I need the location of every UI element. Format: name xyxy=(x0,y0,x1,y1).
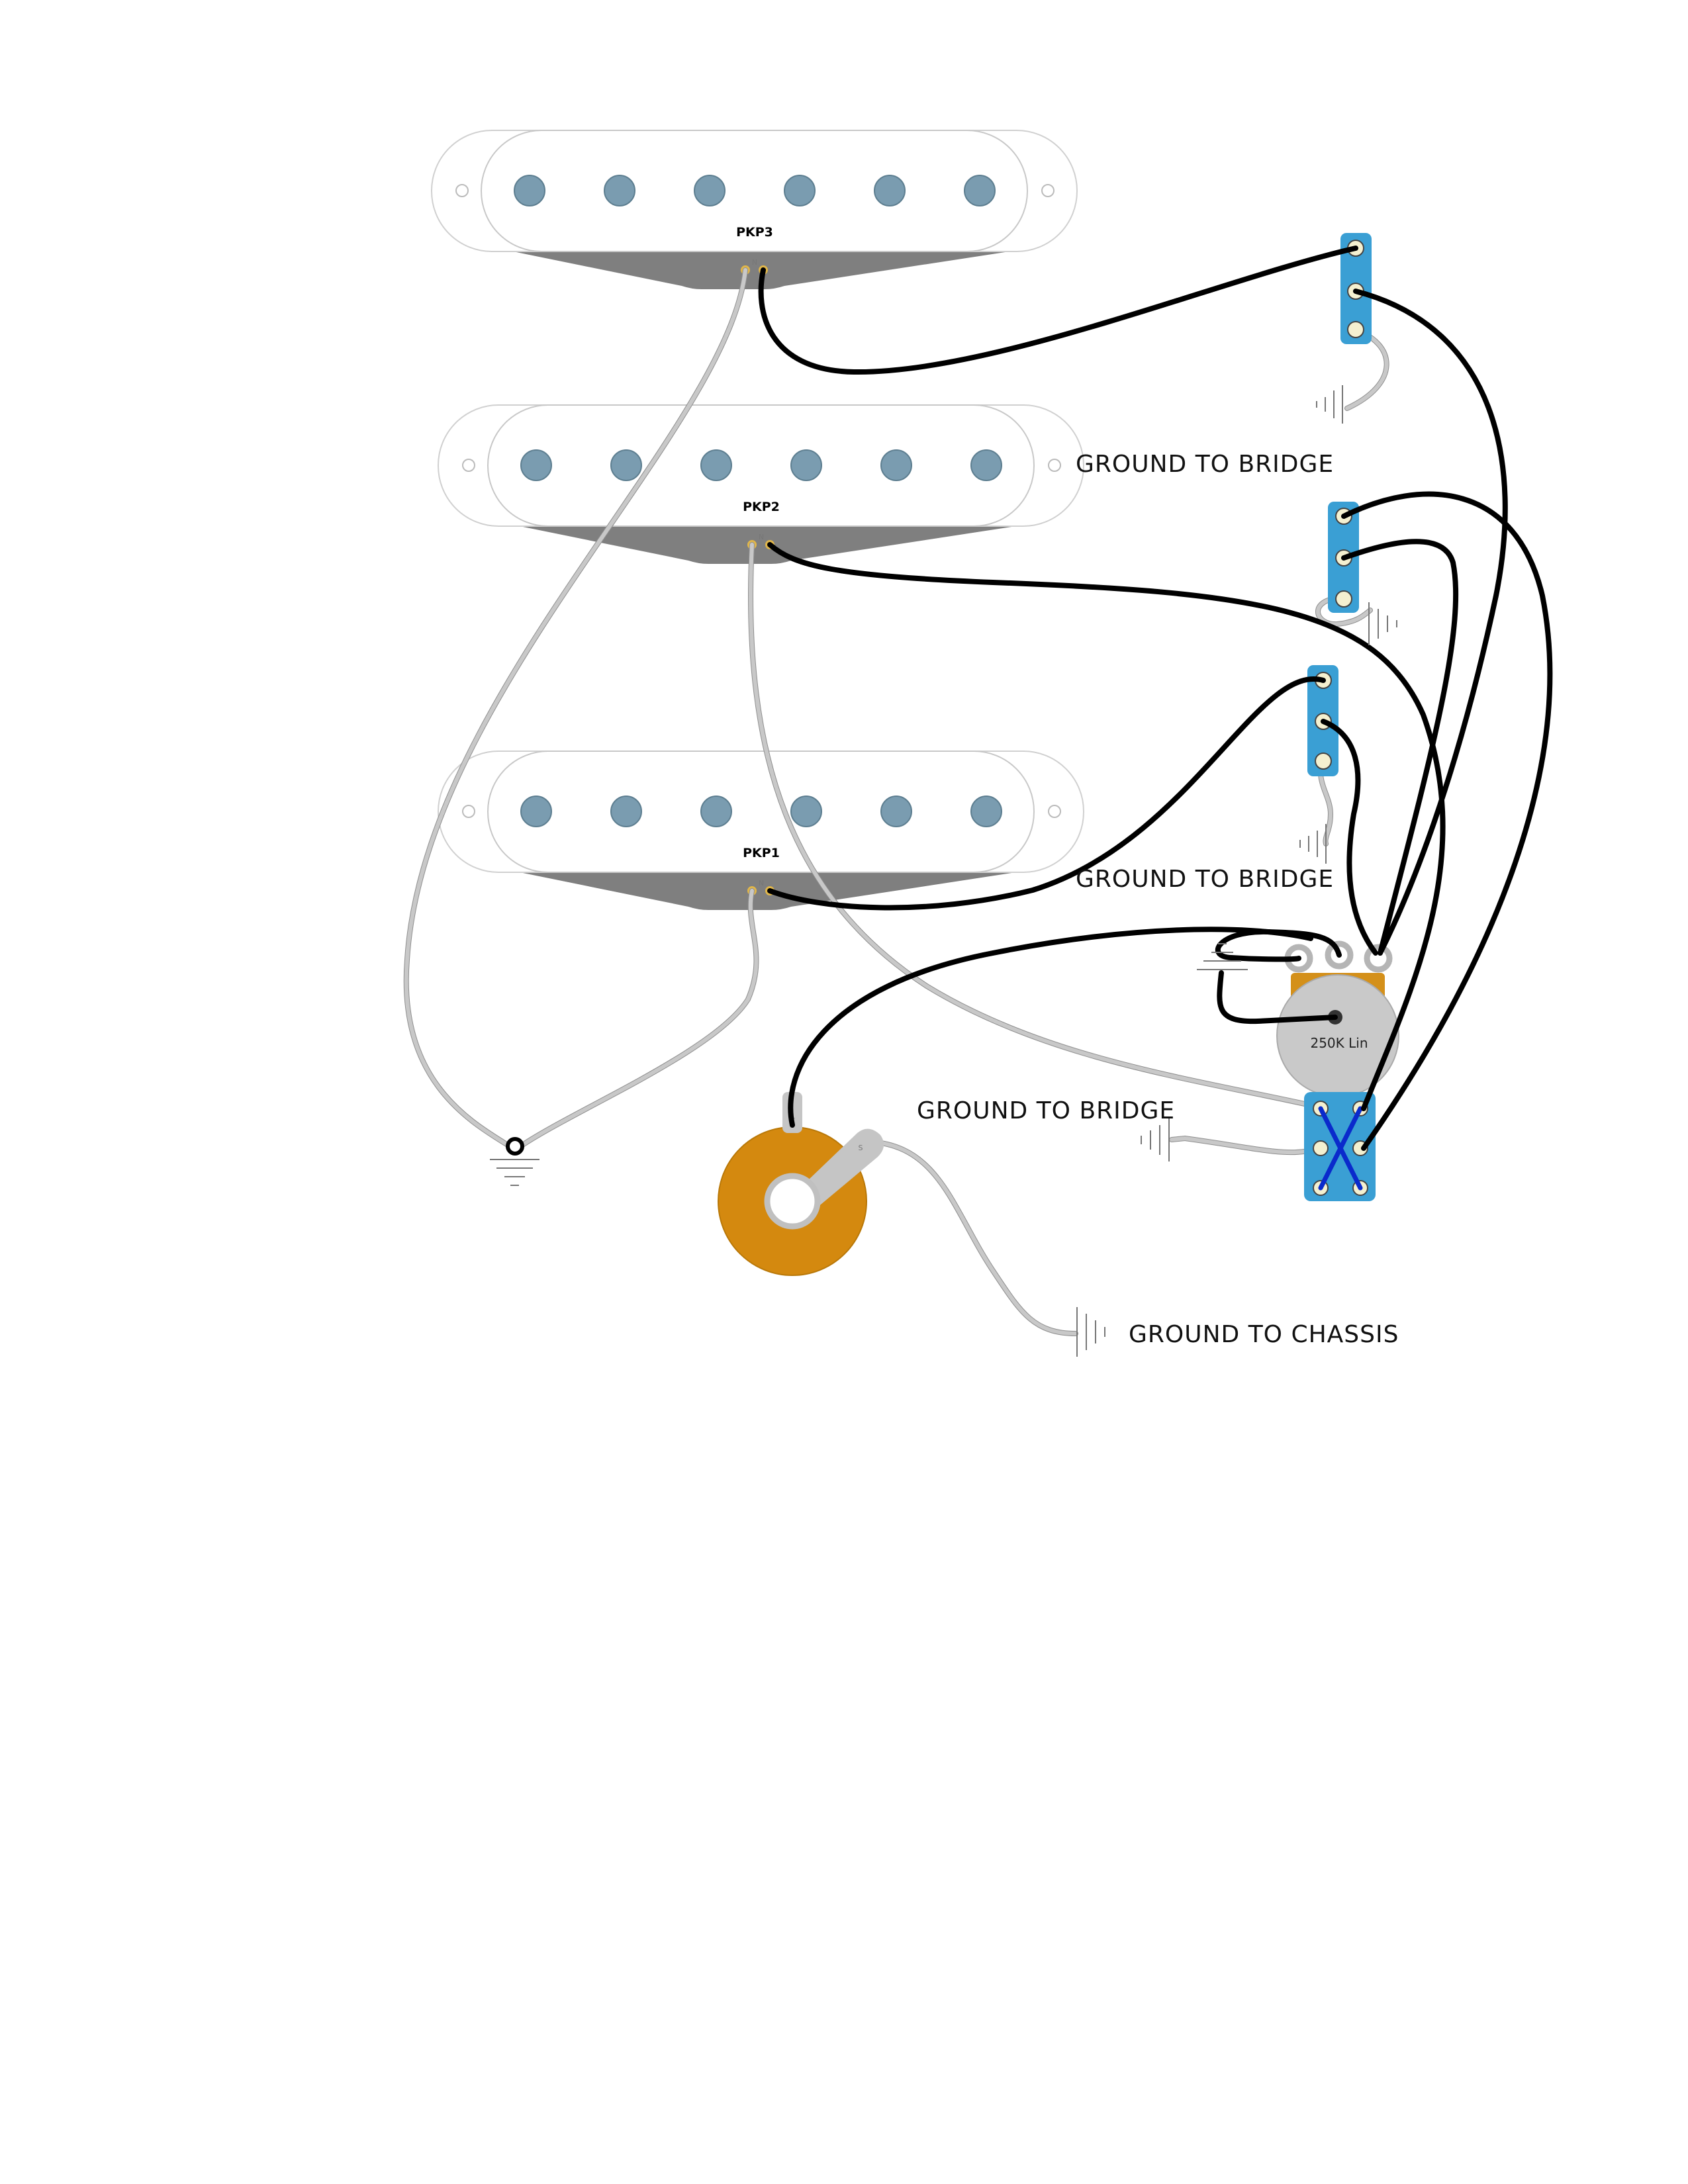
solder-lug xyxy=(1315,752,1332,770)
hot-wires xyxy=(758,246,1553,1151)
pot-label: 250K Lin xyxy=(1310,1035,1368,1051)
pole-piece xyxy=(880,449,912,481)
ground-to-bridge-label: GROUND TO BRIDGE xyxy=(1076,451,1334,478)
ground-icon xyxy=(1316,385,1343,424)
crossover-wire xyxy=(1318,1106,1363,1191)
pole-piece xyxy=(970,796,1002,827)
pickup-cover xyxy=(481,130,1028,252)
mount-hole-icon xyxy=(1048,459,1061,472)
jack-hole xyxy=(764,1173,821,1230)
lead-letter: N xyxy=(759,879,764,887)
jack-sleeve-letter: S xyxy=(859,1144,863,1152)
pole-piece xyxy=(694,175,726,206)
pole-piece xyxy=(790,796,822,827)
ground-to-bridge-label: GROUND TO BRIDGE xyxy=(917,1097,1175,1124)
pickup-pkp3: PKP3 N xyxy=(431,130,1078,289)
pole-piece xyxy=(604,175,635,206)
pole-piece xyxy=(520,449,552,481)
solder-lug xyxy=(1335,590,1352,608)
pickup-label: PKP2 xyxy=(743,500,780,514)
pole-piece xyxy=(700,796,732,827)
pole-piece xyxy=(874,175,906,206)
ground-to-bridge-label: GROUND TO BRIDGE xyxy=(1076,866,1334,893)
lead-letter: N xyxy=(752,258,757,267)
pickup-pkp2: PKP2 N xyxy=(438,404,1084,564)
pickup-label: PKP1 xyxy=(743,846,780,860)
ground-icon xyxy=(1076,1307,1105,1357)
pole-piece xyxy=(970,449,1002,481)
ground-to-chassis-label: GROUND TO CHASSIS xyxy=(1129,1321,1399,1348)
ground-symbols xyxy=(490,385,1397,1357)
pole-piece xyxy=(964,175,996,206)
pole-piece xyxy=(514,175,545,206)
pole-piece xyxy=(784,175,816,206)
pickup-pkp1: PKP1 N xyxy=(438,751,1084,910)
pole-piece xyxy=(880,796,912,827)
ground-icon xyxy=(1299,824,1327,864)
ground-icon xyxy=(1197,943,1248,970)
mount-hole-icon xyxy=(1048,805,1061,818)
pole-piece xyxy=(610,449,642,481)
pickup-cover xyxy=(487,404,1035,527)
pole-piece xyxy=(700,449,732,481)
pole-piece xyxy=(610,796,642,827)
solder-lug xyxy=(1347,321,1364,338)
pickup-label: PKP3 xyxy=(736,225,773,240)
pole-piece xyxy=(520,796,552,827)
pickup-cover xyxy=(487,751,1035,873)
pole-piece xyxy=(790,449,822,481)
mount-hole-icon xyxy=(462,805,475,818)
ground-icon xyxy=(1141,1118,1170,1161)
lead-letter: N xyxy=(759,533,764,541)
ground-icon xyxy=(1368,602,1397,645)
mount-hole-icon xyxy=(1041,184,1055,197)
solder-lug xyxy=(1313,1140,1329,1156)
ground-icon xyxy=(490,1137,539,1186)
mount-hole-icon xyxy=(462,459,475,472)
mount-hole-icon xyxy=(455,184,469,197)
output-jack: T S xyxy=(718,1092,884,1276)
